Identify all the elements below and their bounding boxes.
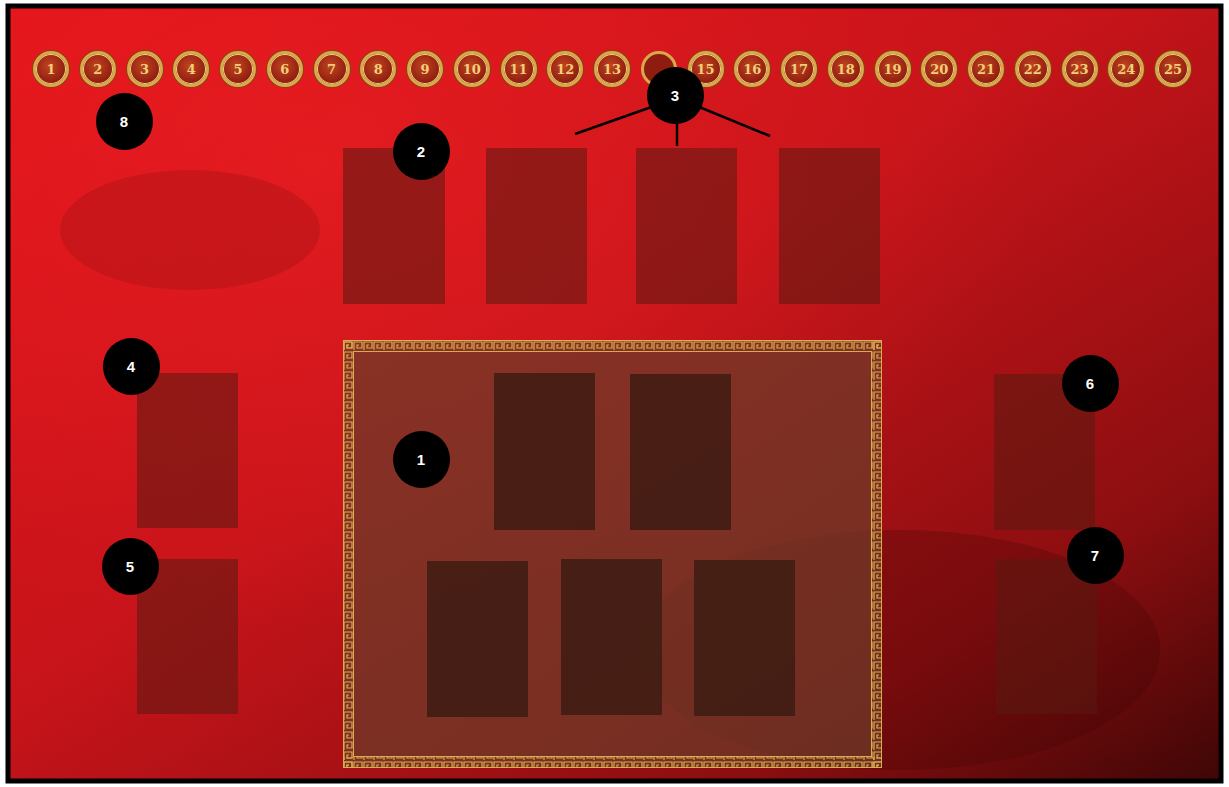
card-slot: [486, 148, 587, 304]
track-space: 21: [968, 51, 1004, 87]
card-slot: [494, 373, 595, 530]
greek-key-border: [343, 341, 882, 768]
callout-number: 5: [126, 559, 134, 574]
track-space: 2: [80, 51, 116, 87]
track-number: 24: [1117, 63, 1135, 76]
track-space: 25: [1155, 51, 1191, 87]
callout-circle: 8: [96, 93, 153, 150]
callout-number: 4: [127, 359, 135, 374]
callout-circle: 3: [647, 67, 704, 124]
track-number: 17: [790, 63, 808, 76]
track-space: 9: [407, 51, 443, 87]
track-space: 19: [875, 51, 911, 87]
callout-circle: 7: [1067, 527, 1124, 584]
callout-number: 7: [1091, 548, 1099, 563]
card-slot: [427, 561, 528, 717]
track-number: 19: [883, 63, 901, 76]
mat-frame: [8, 6, 1221, 781]
callout-circle: 6: [1062, 355, 1119, 412]
card-slot: [779, 148, 880, 304]
track-number: 5: [233, 63, 242, 76]
mat-smoke: [8, 6, 1221, 781]
card-slots: [427, 373, 795, 717]
track-space: 1: [33, 51, 69, 87]
track-number: 16: [743, 63, 761, 76]
track-number: 9: [420, 63, 429, 76]
track-space: 5: [220, 51, 256, 87]
callout-circle: 4: [103, 338, 160, 395]
track-number: 25: [1164, 63, 1182, 76]
track-space: 11: [501, 51, 537, 87]
track-number: 15: [696, 63, 714, 76]
track-space: 3: [127, 51, 163, 87]
card-slot: [996, 559, 1097, 714]
track-number: 18: [837, 63, 855, 76]
card-slot: [630, 374, 731, 530]
track-number: 4: [187, 63, 196, 76]
track-number: 10: [463, 63, 481, 76]
track-number: 7: [327, 63, 336, 76]
track-number: 1: [46, 63, 55, 76]
callout-number: 2: [417, 144, 425, 159]
track-number: 13: [603, 63, 621, 76]
callout-number: 6: [1086, 376, 1094, 391]
track-number: 21: [977, 63, 995, 76]
callout-circle: 1: [393, 431, 450, 488]
callout-number: 8: [120, 114, 128, 129]
track-space: 17: [781, 51, 817, 87]
track-space: 23: [1062, 51, 1098, 87]
track-number: 11: [509, 63, 527, 76]
track-space: 7: [314, 51, 350, 87]
track-number: 20: [930, 63, 948, 76]
mat-smoke: [60, 170, 320, 290]
card-slot: [561, 559, 662, 715]
track-space: 13: [594, 51, 630, 87]
callout-circle: 2: [393, 123, 450, 180]
track-space: 24: [1108, 51, 1144, 87]
callout-circle: 5: [102, 538, 159, 595]
card-slot: [636, 148, 737, 304]
callout-number: 3: [671, 88, 679, 103]
mat-ground: [8, 6, 1221, 781]
track-space: 16: [734, 51, 770, 87]
track-number: 12: [556, 63, 574, 76]
track-number: 2: [93, 63, 102, 76]
track-number: 6: [280, 63, 289, 76]
track-space: 10: [454, 51, 490, 87]
track-space: 20: [921, 51, 957, 87]
card-slot: [694, 560, 795, 716]
play-area: [343, 340, 882, 768]
callout-number: 1: [417, 452, 425, 467]
track-number: 23: [1070, 63, 1088, 76]
track-number: 3: [140, 63, 149, 76]
card-slot: [137, 373, 238, 528]
track-space: 18: [828, 51, 864, 87]
track-space: 22: [1015, 51, 1051, 87]
track-space: 12: [547, 51, 583, 87]
track-space: 8: [360, 51, 396, 87]
track-number: 8: [374, 63, 383, 76]
track-space: 4: [173, 51, 209, 87]
track-number: 22: [1024, 63, 1042, 76]
track-space: 6: [267, 51, 303, 87]
